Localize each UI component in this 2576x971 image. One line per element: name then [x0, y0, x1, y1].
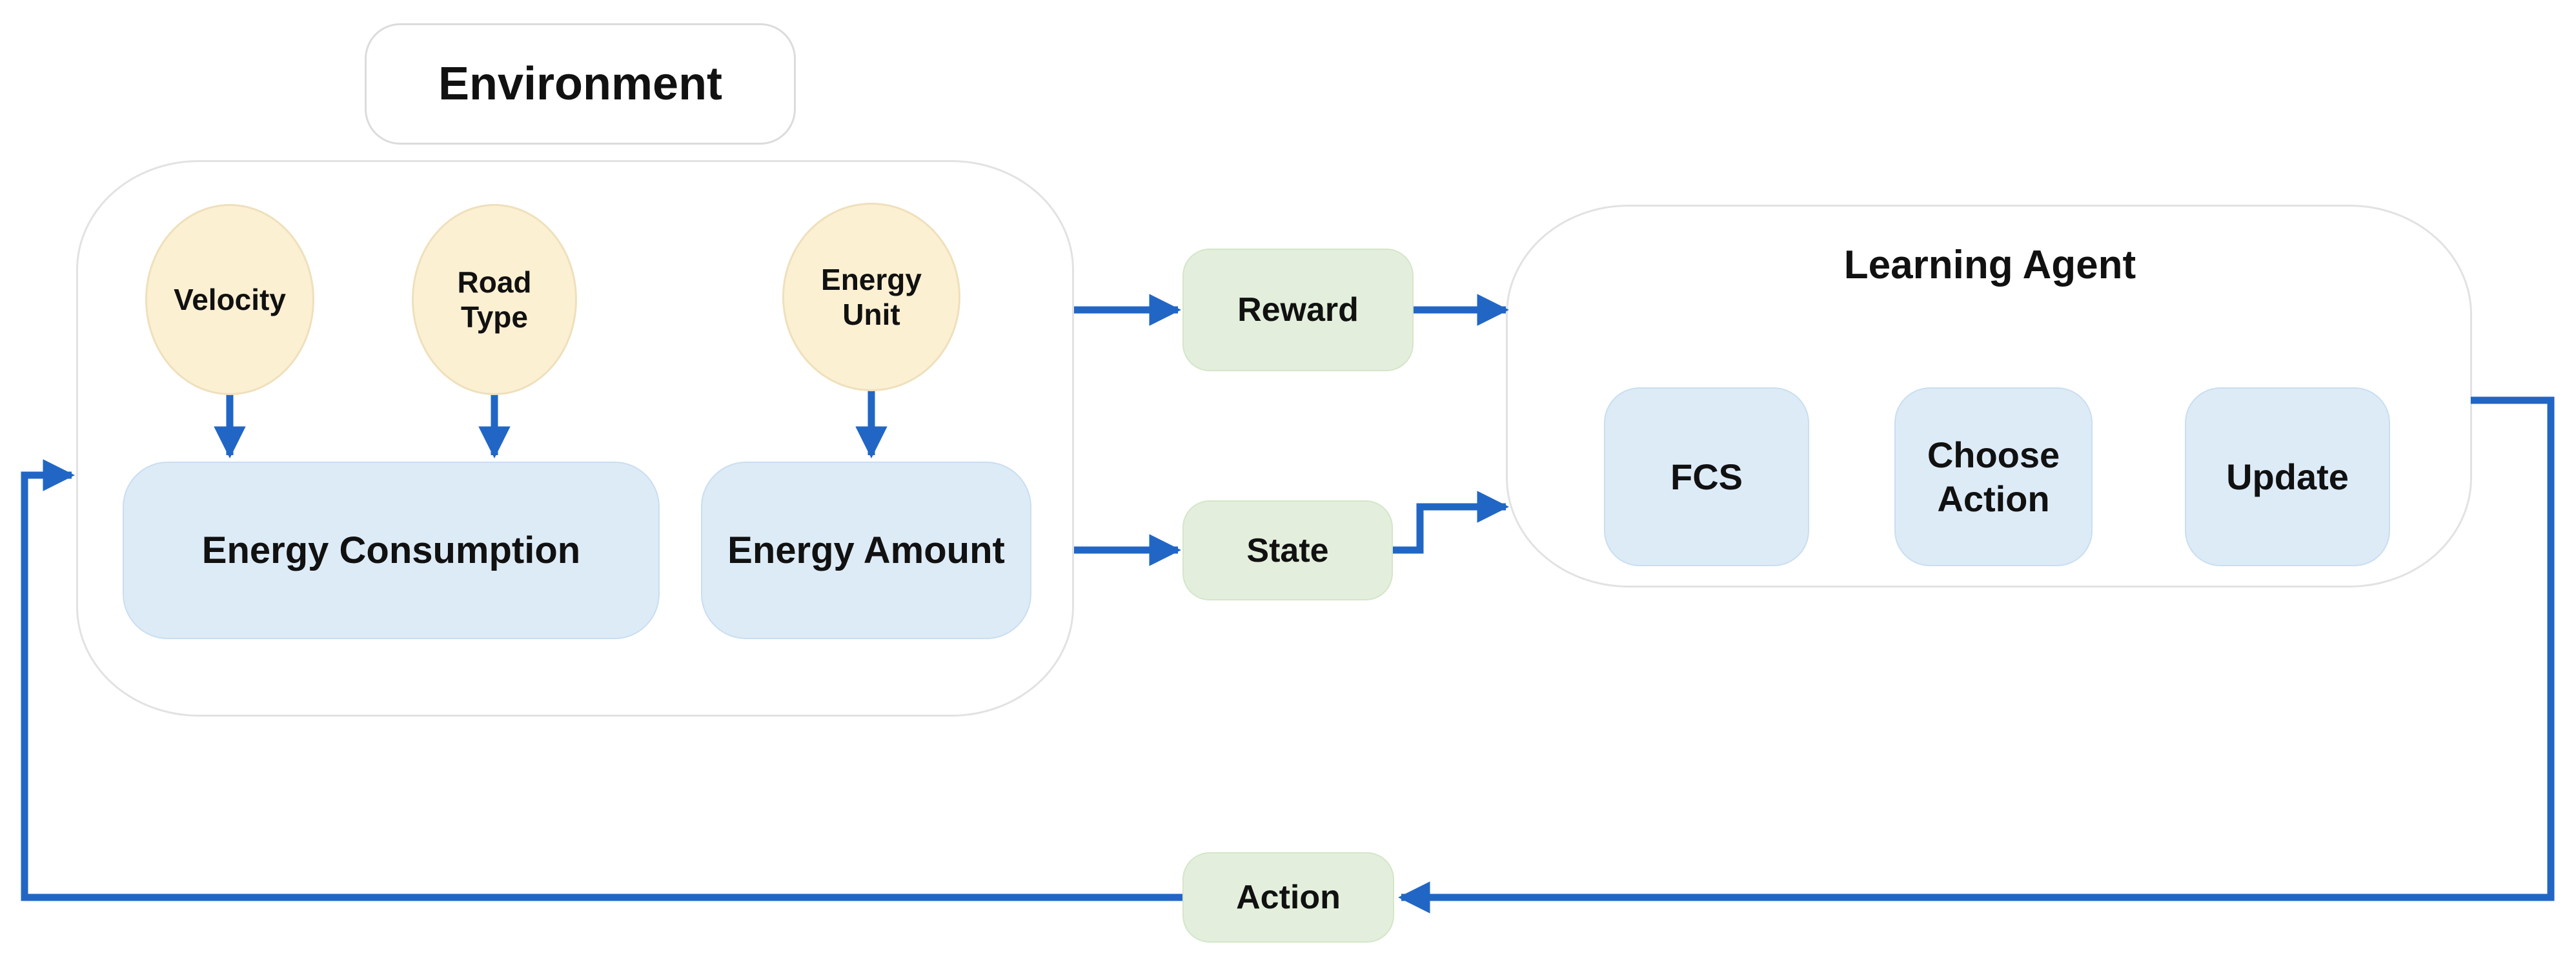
node-fcs: FCS	[1604, 387, 1809, 566]
choose-action-label: Choose Action	[1927, 434, 2060, 519]
learning-agent-title-text: Learning Agent	[1843, 242, 2136, 287]
node-reward: Reward	[1182, 249, 1414, 371]
energy-consumption-label: Energy Consumption	[201, 529, 581, 571]
node-energy-unit: Energy Unit	[782, 203, 960, 391]
arrow-state-to-learning-agent	[1393, 491, 1509, 554]
node-state: State	[1182, 500, 1393, 600]
node-velocity: Velocity	[145, 204, 314, 395]
node-energy-amount: Energy Amount	[701, 462, 1031, 639]
environment-label: Environment	[365, 23, 796, 145]
arrow-learning-agent-to-action	[1398, 396, 2555, 914]
road-type-label: Road Type	[457, 265, 532, 334]
node-energy-consumption: Energy Consumption	[123, 462, 660, 639]
fcs-label: FCS	[1670, 456, 1743, 497]
action-label: Action	[1236, 879, 1341, 916]
environment-label-text: Environment	[438, 58, 723, 110]
energy-amount-label: Energy Amount	[727, 529, 1005, 571]
learning-agent-title: Learning Agent	[1699, 239, 2280, 291]
node-action: Action	[1182, 852, 1394, 943]
state-label: State	[1246, 531, 1329, 569]
node-update: Update	[2185, 387, 2390, 566]
node-choose-action: Choose Action	[1894, 387, 2093, 566]
node-road-type: Road Type	[412, 204, 577, 395]
velocity-label: Velocity	[174, 282, 286, 316]
energy-unit-label: Energy Unit	[821, 262, 922, 331]
reward-label: Reward	[1237, 291, 1359, 329]
update-label: Update	[2226, 456, 2349, 497]
arrow-action-to-environment	[21, 459, 1184, 901]
